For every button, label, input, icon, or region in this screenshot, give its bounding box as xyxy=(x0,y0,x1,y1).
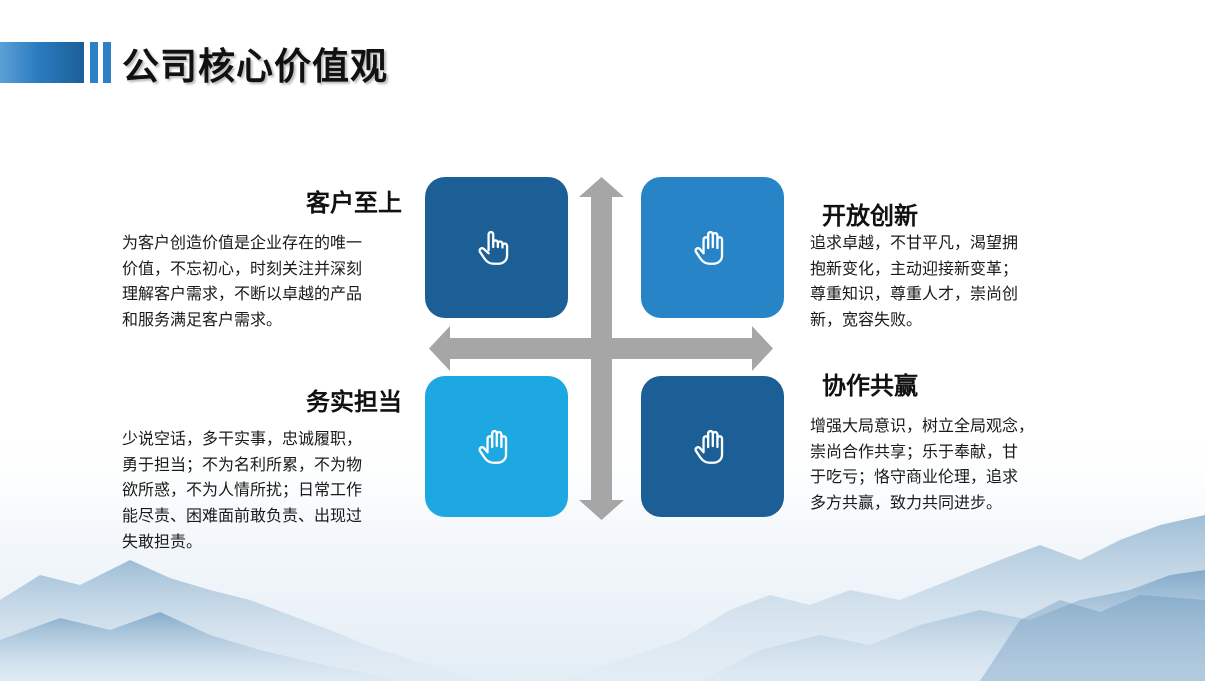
header-accent-stripe xyxy=(103,42,111,83)
hand-open-icon xyxy=(694,230,723,265)
desc-line: 追求卓越，不甘平凡，渴望拥 xyxy=(810,233,1019,252)
desc-line: 和服务满足客户需求。 xyxy=(122,310,283,330)
desc-line: 于吃亏；恪守商业伦理，追求 xyxy=(810,467,1019,487)
card-open-innovation xyxy=(641,177,784,318)
card-pragmatic-responsibility xyxy=(425,376,568,517)
desc-line: 崇尚合作共享；乐于奉献，甘 xyxy=(810,441,1019,461)
card-customer-first xyxy=(425,177,568,318)
arrow-head-up xyxy=(579,177,624,197)
hand-open-icon xyxy=(694,429,723,464)
desc-line: 勇于担当；不为名利所累，不为物 xyxy=(122,454,363,474)
desc-line: 欲所惑，不为人情所扰；日常工作 xyxy=(122,480,363,500)
hand-open-icon xyxy=(478,429,507,464)
value-desc-win-win-cooperation: 增强大局意识，树立全局观念， 崇尚合作共享；乐于奉献，甘 于吃亏；恪守商业伦理，… xyxy=(810,413,1060,516)
value-title-customer-first: 客户至上 xyxy=(306,189,402,217)
desc-line: 失敢担责。 xyxy=(122,531,203,551)
hand-pointing-icon xyxy=(478,230,508,265)
desc-line: 少说空话，多干实事，忠诚履职， xyxy=(122,429,363,448)
header-accent-bar xyxy=(0,42,84,83)
desc-line: 能尽责、困难面前敢负责、出现过 xyxy=(122,506,363,526)
desc-line: 多方共赢，致力共同进步。 xyxy=(810,493,1003,513)
desc-line: 为客户创造价值是企业存在的唯一 xyxy=(122,233,363,252)
desc-line: 尊重知识，尊重人才，崇尚创 xyxy=(810,284,1019,304)
value-title-open-innovation: 开放创新 xyxy=(822,202,918,230)
arrow-head-left xyxy=(429,326,450,371)
desc-line: 新，宽容失败。 xyxy=(810,310,923,330)
desc-line: 抱新变化，主动迎接新变革； xyxy=(810,258,1019,278)
desc-line: 理解客户需求，不断以卓越的产品 xyxy=(122,284,363,304)
value-title-win-win-cooperation: 协作共赢 xyxy=(822,372,918,400)
page-title: 公司核心价值观 xyxy=(122,45,388,88)
arrow-head-down xyxy=(579,500,624,520)
value-desc-customer-first: 为客户创造价值是企业存在的唯一 价值，不忘初心，时刻关注并深刻 理解客户需求，不… xyxy=(122,230,397,333)
desc-line: 增强大局意识，树立全局观念， xyxy=(810,416,1035,435)
arrow-head-right xyxy=(752,326,773,371)
value-desc-open-innovation: 追求卓越，不甘平凡，渴望拥 抱新变化，主动迎接新变革； 尊重知识，尊重人才，崇尚… xyxy=(810,230,1060,333)
card-win-win-cooperation xyxy=(641,376,784,517)
value-title-pragmatic-responsibility: 务实担当 xyxy=(306,388,402,416)
value-desc-pragmatic-responsibility: 少说空话，多干实事，忠诚履职， 勇于担当；不为名利所累，不为物 欲所惑，不为人情… xyxy=(122,426,402,555)
desc-line: 价值，不忘初心，时刻关注并深刻 xyxy=(122,258,363,278)
header-accent-stripe xyxy=(90,42,98,83)
horizontal-arrow-shaft xyxy=(448,338,755,359)
